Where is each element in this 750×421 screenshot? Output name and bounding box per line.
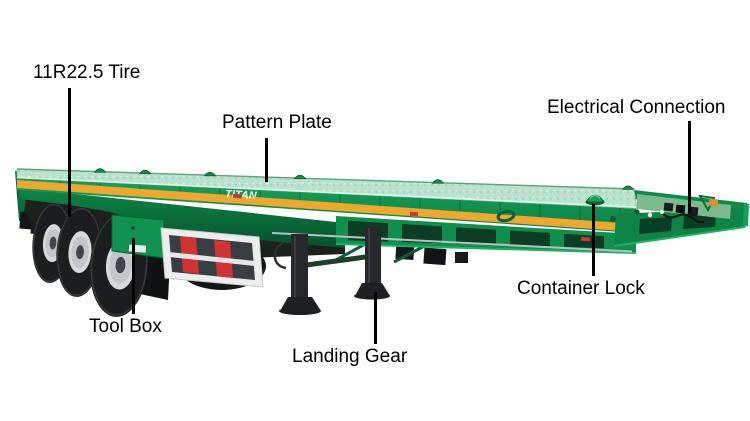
tire-2 xyxy=(56,207,102,297)
landing-gear-crank-handle xyxy=(273,240,287,270)
electrical-connection-cables xyxy=(661,202,705,224)
rear-guard-panel xyxy=(160,227,266,290)
label-container-lock: Container Lock xyxy=(517,278,645,299)
leader-line-container-lock xyxy=(592,204,595,276)
label-pattern-plate: Pattern Plate xyxy=(222,112,332,133)
label-tool-box: Tool Box xyxy=(89,316,162,337)
front-plate xyxy=(708,198,719,207)
side-bar xyxy=(271,232,633,253)
label-landing-gear: Landing Gear xyxy=(292,346,408,367)
leader-line-pattern-plate xyxy=(265,138,268,182)
label-electrical-connection: Electrical Connection xyxy=(547,97,726,118)
rear-wheels-group xyxy=(32,203,170,317)
leader-line-electrical-connection xyxy=(688,121,691,213)
yellow-stripe xyxy=(17,180,636,232)
leader-line-tire xyxy=(68,88,71,217)
landing-gear-legs xyxy=(279,226,390,315)
container-lock-dome xyxy=(585,194,605,206)
side-skirt xyxy=(20,188,345,248)
lashing-ring xyxy=(496,209,516,223)
label-tire: 11R22.5 Tire xyxy=(33,62,141,83)
leader-line-tool-box xyxy=(132,238,135,314)
deck-pattern-plate xyxy=(16,168,638,209)
deck-corner-stoppers xyxy=(93,168,635,190)
leader-line-landing-gear xyxy=(374,292,377,344)
brand-logo-swoosh xyxy=(253,196,265,201)
tool-box xyxy=(111,214,165,259)
side-reflectors xyxy=(232,193,591,242)
